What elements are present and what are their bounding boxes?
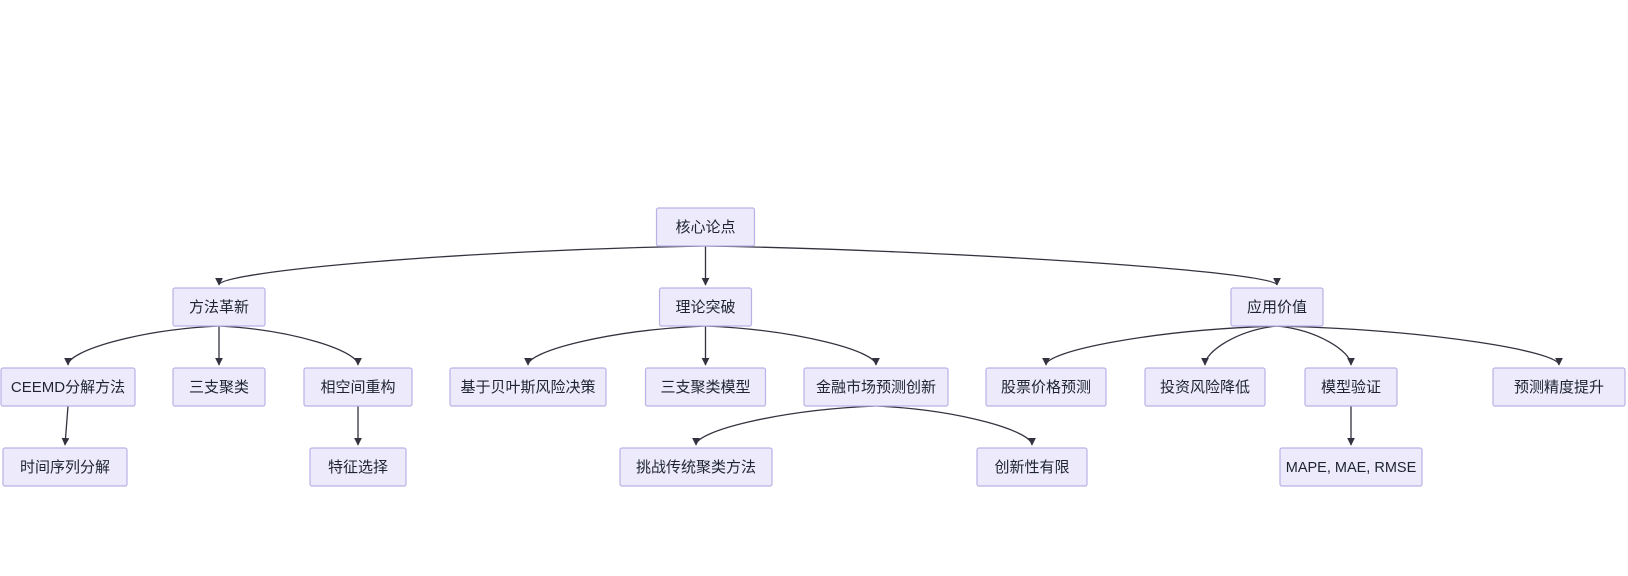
- node-box[interactable]: [1144, 367, 1266, 407]
- node-l3c1[interactable]: 股票价格预测: [985, 367, 1107, 407]
- node-box[interactable]: [976, 447, 1088, 487]
- node-l3a3[interactable]: 相空间重构: [303, 367, 413, 407]
- edge-l2c-to-l3c3: [1276, 325, 1355, 366]
- node-box[interactable]: [1304, 367, 1398, 407]
- node-l2a[interactable]: 方法革新: [172, 287, 266, 327]
- edge-l2c-to-l3c4: [1276, 325, 1563, 366]
- node-label: 核心论点: [675, 219, 735, 236]
- node-box[interactable]: [309, 447, 407, 487]
- node-l4c[interactable]: 挑战传统聚类方法: [619, 447, 773, 487]
- node-box[interactable]: [303, 367, 413, 407]
- node-label: 股票价格预测: [1001, 379, 1091, 396]
- node-label: 模型验证: [1321, 379, 1381, 396]
- node-label: 应用价值: [1247, 298, 1307, 316]
- node-label: 相空间重构: [320, 379, 395, 396]
- node-l2c[interactable]: 应用价值: [1230, 287, 1324, 327]
- node-label: 方法革新: [189, 299, 249, 316]
- node-l4d[interactable]: 创新性有限: [976, 447, 1088, 487]
- node-label: 三支聚类: [189, 379, 249, 396]
- node-l3a1[interactable]: CEEMD分解方法: [0, 367, 136, 407]
- node-box[interactable]: [2, 447, 128, 487]
- node-l3a2[interactable]: 三支聚类: [172, 367, 266, 407]
- edge-l2a-to-l3a3: [218, 325, 362, 366]
- node-box[interactable]: [1230, 287, 1324, 327]
- node-box[interactable]: [172, 287, 266, 327]
- node-box[interactable]: [803, 367, 949, 407]
- node-l2b[interactable]: 理论突破: [658, 287, 753, 327]
- edges-layer: [61, 245, 1563, 446]
- node-box[interactable]: [655, 207, 756, 247]
- node-box[interactable]: [644, 367, 767, 407]
- node-label: MAPE, MAE, RMSE: [1286, 460, 1417, 476]
- node-l3b1[interactable]: 基于贝叶斯风险决策: [449, 367, 607, 407]
- node-box[interactable]: [985, 367, 1107, 407]
- node-label: 投资风险降低: [1160, 379, 1250, 396]
- edge-l2c-to-l3c1: [1042, 325, 1278, 366]
- node-box[interactable]: [1492, 367, 1626, 407]
- node-box[interactable]: [0, 367, 136, 407]
- node-label: 基于贝叶斯风险决策: [460, 379, 595, 396]
- node-l3c2[interactable]: 投资风险降低: [1144, 367, 1266, 407]
- node-label: 时间序列分解: [20, 459, 110, 476]
- edge-root-to-l2c: [705, 245, 1281, 286]
- edge-l2c-to-l3c2: [1201, 325, 1278, 366]
- node-l3c4[interactable]: 预测精度提升: [1492, 367, 1626, 407]
- node-label: 创新性有限: [994, 459, 1069, 476]
- edge-root-to-l2a: [215, 245, 706, 286]
- node-box[interactable]: [658, 287, 753, 327]
- node-label: 挑战传统聚类方法: [636, 459, 756, 476]
- node-label: 金融市场预测创新: [816, 379, 936, 396]
- node-l3b3[interactable]: 金融市场预测创新: [803, 367, 949, 407]
- node-box[interactable]: [449, 367, 607, 407]
- node-label: 三支聚类模型: [660, 379, 750, 396]
- edge-l3b3-to-l4d: [875, 405, 1036, 446]
- edge-l3b3-to-l4c: [692, 405, 877, 446]
- node-l4b[interactable]: 特征选择: [309, 447, 407, 487]
- node-box[interactable]: [619, 447, 773, 487]
- node-l3b2[interactable]: 三支聚类模型: [644, 367, 767, 407]
- edge-l2a-to-l3a1: [64, 325, 220, 366]
- edge-l3a1-to-l4a: [61, 405, 70, 446]
- node-l4a[interactable]: 时间序列分解: [2, 447, 128, 487]
- node-label: 理论突破: [675, 299, 735, 316]
- node-l3c3[interactable]: 模型验证: [1304, 367, 1398, 407]
- node-box[interactable]: [172, 367, 266, 407]
- node-label: CEEMD分解方法: [11, 379, 125, 396]
- node-box[interactable]: [1279, 447, 1423, 487]
- node-root[interactable]: 核心论点: [655, 207, 756, 247]
- edge-l2b-to-l3b1: [524, 325, 706, 366]
- edge-l2b-to-l3b3: [705, 325, 880, 366]
- node-l4e[interactable]: MAPE, MAE, RMSE: [1279, 447, 1423, 487]
- node-label: 预测精度提升: [1514, 379, 1604, 396]
- node-label: 特征选择: [328, 459, 388, 476]
